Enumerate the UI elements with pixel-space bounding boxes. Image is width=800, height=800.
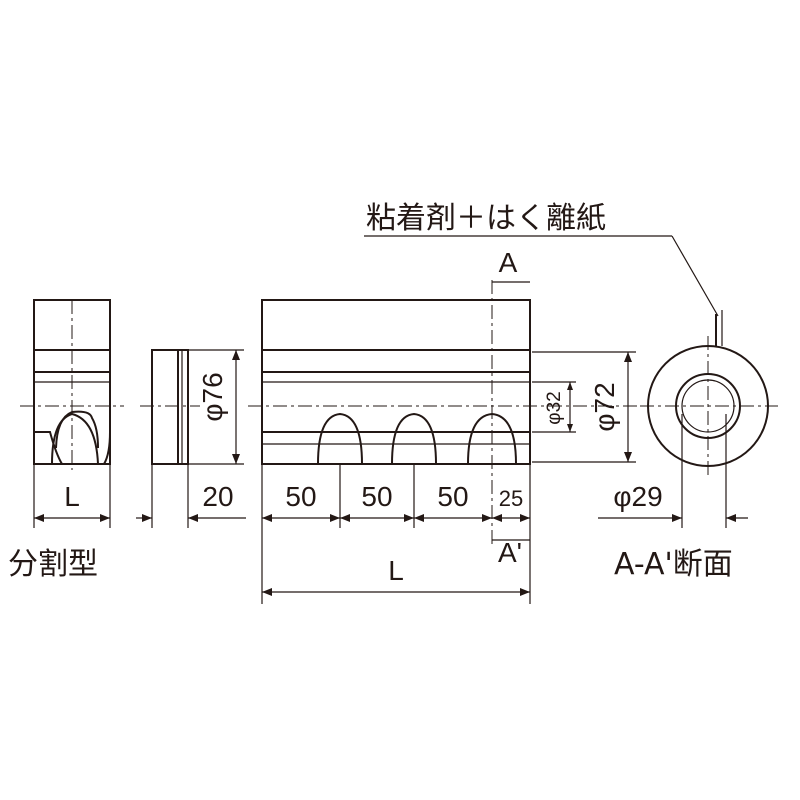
arrowhead [520,514,530,522]
arrowhead [100,514,110,522]
dim-outer-height: φ76 [197,372,228,421]
arrowhead [188,514,198,522]
section-view: 粘着剤＋はく離紙 φ29 A-A'断面 [364,201,778,582]
side-view: φ76 20 [136,349,246,528]
arrowhead [492,514,502,522]
arrowhead [142,514,152,522]
dim-pitch-1: 50 [285,481,316,512]
arrowhead [414,514,424,522]
arrowhead [34,514,44,522]
split-type-groove-arc [51,412,99,465]
section-view-label: A-A'断面 [614,547,733,582]
arrowhead [672,514,682,522]
arrowhead [404,514,414,522]
arrowhead [232,454,240,464]
dim-pitch-3: 50 [437,481,468,512]
dim-groove-dia: φ32 [544,391,565,424]
groove-2 [391,412,437,465]
arrowhead [340,514,350,522]
callout-label: 粘着剤＋はく離紙 [366,201,606,236]
arrowhead [726,514,736,522]
side-view-outline [151,349,189,465]
arrowhead [262,514,272,522]
section-mark-bottom: A' [498,537,522,568]
main-view: A A' φ32 φ72 50 50 50 25 [248,247,640,604]
arrowhead [330,514,340,522]
arrowhead [520,588,530,596]
arrowhead [262,588,272,596]
section-mark-top: A [499,247,518,278]
arrowhead [567,424,573,432]
dim-hole-dia: φ29 [613,481,662,512]
split-type-label: 分割型 [8,547,98,582]
dim-main-height: φ72 [589,382,620,431]
dim-thickness: 20 [202,481,233,512]
dim-end-offset: 25 [499,486,523,511]
dim-pitch-2: 50 [361,481,392,512]
callout-leader [671,235,719,317]
arrowhead [567,382,573,390]
arrowhead [232,350,240,360]
groove-1 [317,412,363,465]
arrowhead [624,352,632,362]
dim-total-L: L [388,555,404,586]
split-type-view: L 分割型 [8,299,124,582]
arrowhead [482,514,492,522]
arrowhead [624,452,632,462]
dim-small-L: L [64,481,80,512]
